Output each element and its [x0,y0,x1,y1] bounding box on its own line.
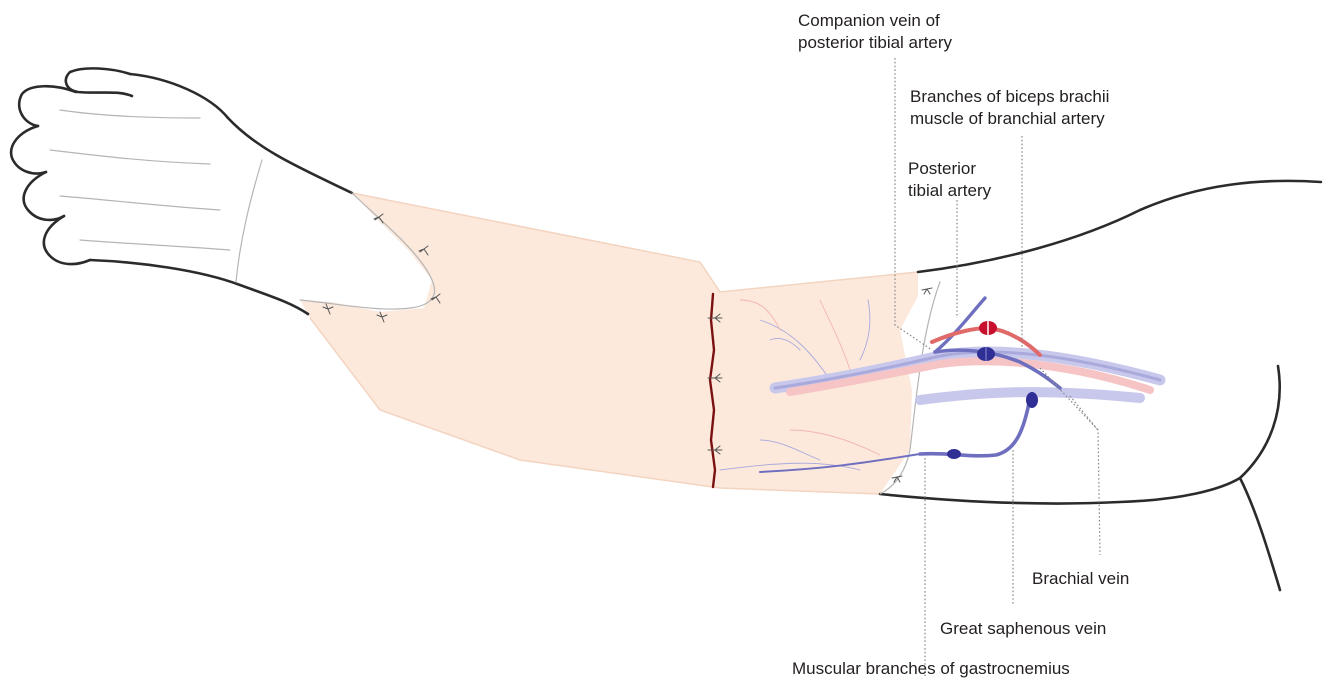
label-muscular-branches: Muscular branches of gastrocnemius [792,658,1070,680]
label-brachial-vein: Brachial vein [1032,568,1129,590]
label-companion-vein-line2: posterior tibial artery [798,32,952,54]
label-posterior-tibial-line2: tibial artery [908,180,991,202]
label-biceps-branches: Branches of biceps brachii muscle of bra… [910,86,1109,130]
label-biceps-branches-line2: muscle of branchial artery [910,108,1109,130]
label-companion-vein: Companion vein of posterior tibial arter… [798,10,952,54]
label-biceps-branches-line1: Branches of biceps brachii [910,86,1109,108]
hand-outline [11,68,434,314]
skin-flap [300,193,918,494]
venous-anastomosis-saphenous [1026,392,1038,408]
upper-arm-outline [880,181,1321,590]
venous-anastomosis-muscular [947,449,961,459]
label-great-saphenous-vein: Great saphenous vein [940,618,1106,640]
label-posterior-tibial-line1: Posterior [908,158,991,180]
label-companion-vein-line1: Companion vein of [798,10,952,32]
label-posterior-tibial-artery: Posterior tibial artery [908,158,991,202]
